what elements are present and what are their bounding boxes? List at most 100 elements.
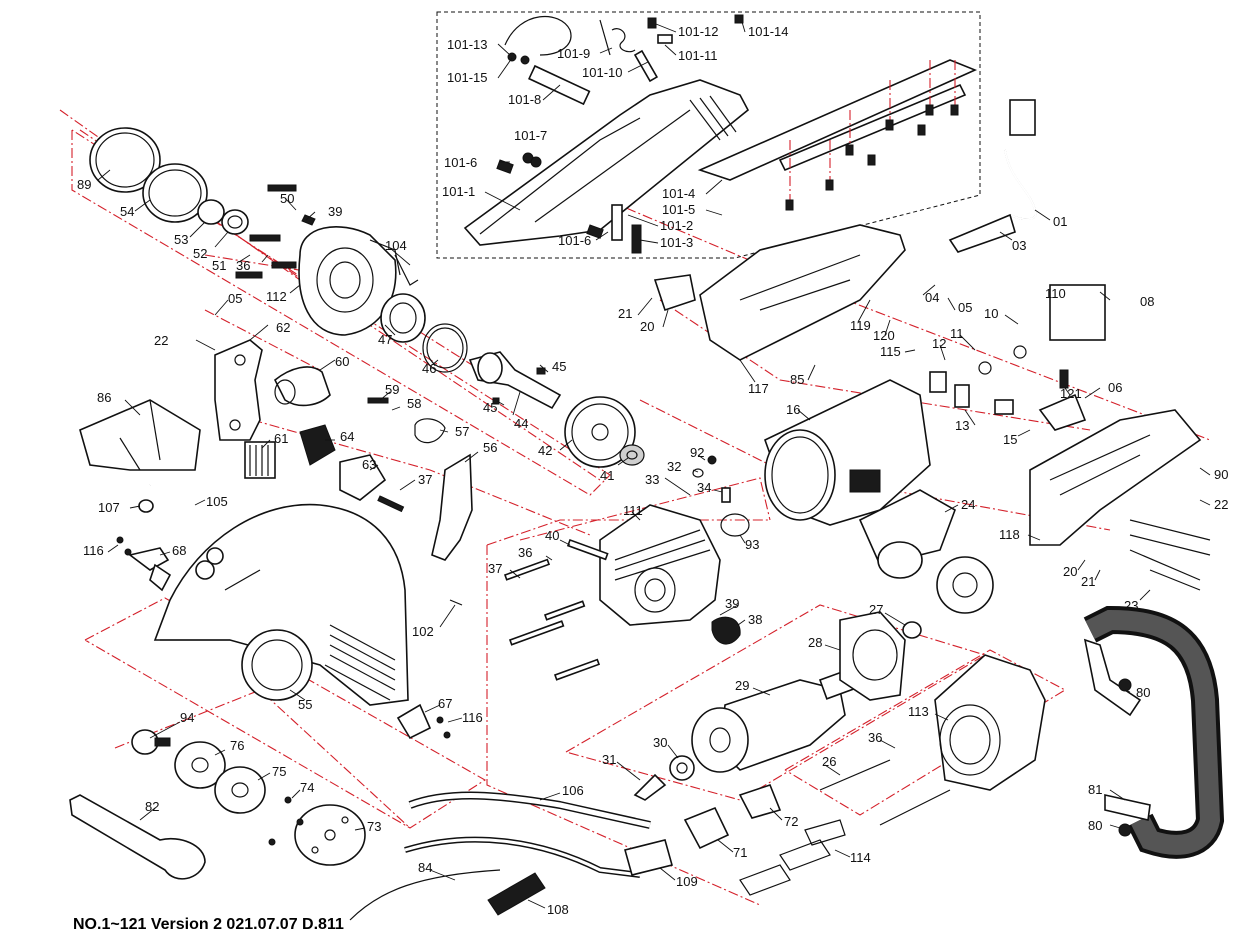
washer-53: [197, 199, 225, 225]
label-101-3: 101-3: [660, 235, 693, 250]
clamp-64: [299, 424, 336, 466]
label-120: 120: [873, 328, 895, 343]
label-37a: 37: [418, 472, 432, 487]
leader-lines: [97, 21, 1211, 909]
label-42: 42: [538, 443, 552, 458]
label-24: 24: [961, 497, 975, 512]
label-101-10: 101-10: [582, 65, 622, 80]
label-40: 40: [545, 528, 559, 543]
label-101-9: 101-9: [557, 46, 590, 61]
bracket-68: [128, 547, 170, 571]
dust-chute-86: [79, 399, 201, 471]
label-108: 108: [547, 902, 569, 917]
washer-52: [221, 209, 249, 235]
clips-114: [739, 819, 846, 896]
label-55: 55: [298, 697, 312, 712]
label-23: 23: [1124, 598, 1138, 613]
label-115: 115: [880, 344, 901, 359]
slot-pattern: [689, 95, 737, 141]
label-71: 71: [733, 845, 747, 860]
plug: [1009, 99, 1036, 136]
bracket-81: [1104, 794, 1151, 821]
label-121: 121: [1060, 386, 1082, 401]
label-109: 109: [676, 874, 698, 889]
flange-75: [214, 766, 266, 814]
label-44: 44: [514, 416, 528, 431]
spring-101-3: [631, 224, 642, 254]
label-20a: 20: [640, 319, 654, 334]
part-107: [138, 499, 154, 513]
ring-89: [89, 127, 161, 193]
bolt: [267, 184, 297, 192]
spring-101-9: [599, 19, 636, 56]
brush-cap-38: [711, 616, 741, 645]
label-119: 119: [850, 318, 871, 333]
label-113: 113: [908, 704, 929, 719]
label-67: 67: [438, 696, 452, 711]
label-114: 114: [850, 850, 871, 865]
label-81: 81: [1088, 782, 1102, 797]
bearing-41: [619, 444, 645, 466]
label-101-1: 101-1: [442, 184, 475, 199]
label-41: 41: [600, 468, 614, 483]
label-15: 15: [1003, 432, 1017, 447]
flange-76: [174, 741, 226, 789]
plate-20: [653, 274, 696, 312]
label-104: 104: [385, 238, 407, 253]
label-04: 04: [925, 290, 939, 305]
label-08: 08: [1140, 294, 1154, 309]
label-116a: 116: [83, 543, 104, 558]
label-11: 11: [950, 326, 964, 341]
label-118: 118: [999, 527, 1020, 542]
label-93: 93: [745, 537, 759, 552]
bracket-104: [394, 254, 419, 286]
label-57: 57: [455, 424, 469, 439]
cover-110: [1049, 284, 1106, 341]
label-38: 38: [748, 612, 762, 627]
label-05b: 05: [958, 300, 972, 315]
label-32: 32: [667, 459, 681, 474]
o-ring-93: [720, 513, 750, 537]
label-75: 75: [272, 764, 286, 779]
label-22b: 22: [1214, 497, 1228, 512]
label-12: 12: [932, 336, 946, 351]
label-46: 46: [422, 361, 436, 376]
label-10: 10: [984, 306, 998, 321]
label-85: 85: [790, 372, 804, 387]
label-21b: 21: [1081, 574, 1095, 589]
label-76: 76: [230, 738, 244, 753]
label-52: 52: [193, 246, 207, 261]
label-47: 47: [378, 332, 392, 347]
label-73: 73: [367, 819, 381, 834]
label-58: 58: [407, 396, 421, 411]
bearing-30: [669, 755, 695, 781]
version-footer: NO.1~121 Version 2 021.07.07 D.811: [73, 916, 344, 933]
switch-06: [1038, 393, 1087, 431]
spring-121: [1059, 369, 1069, 389]
pin-101-8: [528, 64, 591, 106]
label-107: 107: [98, 500, 120, 515]
label-89: 89: [77, 177, 91, 192]
bearing-27: [902, 621, 922, 639]
label-94: 94: [180, 710, 194, 725]
label-101-6a: 101-6: [444, 155, 477, 170]
guard-ribs: [324, 624, 396, 701]
label-21a: 21: [618, 306, 632, 321]
label-39b: 39: [725, 596, 739, 611]
label-53: 53: [174, 232, 188, 247]
part-labels: 101-13 101-15 101-8 101-9 101-10 101-12 …: [77, 24, 1228, 917]
label-60: 60: [335, 354, 349, 369]
label-45a: 45: [552, 359, 566, 374]
label-101-4: 101-4: [662, 186, 695, 201]
label-80b: 80: [1088, 818, 1102, 833]
base-24: [858, 489, 956, 566]
label-101-6b: 101-6: [558, 233, 591, 248]
bracket-67: [396, 703, 432, 740]
connector: [624, 839, 673, 876]
label-101-12: 101-12: [678, 24, 718, 39]
circlip-46: [422, 323, 468, 373]
clamp-63: [339, 454, 387, 501]
sub-assembly-101-box: [436, 11, 981, 259]
label-105: 105: [206, 494, 228, 509]
label-101-13: 101-13: [447, 37, 487, 52]
